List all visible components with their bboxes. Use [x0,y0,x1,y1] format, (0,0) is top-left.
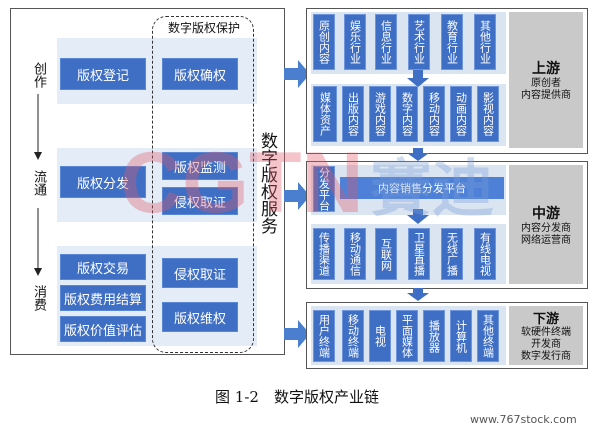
upstream-cell-entertainment: 娱乐行业 [344,14,366,70]
upstream-cell-publishing: 出版内容 [342,86,364,142]
copyright-registration-box: 版权登记 [60,58,146,90]
upstream-tier-title: 上游 [532,61,560,77]
rights-protection-box: 版权维权 [162,302,238,332]
upstream-tier-subtitle-1: 原创者 [531,78,561,89]
midstream-down-arrow [407,209,429,224]
upstream-down-arrow [407,70,429,87]
upstream-cell-education: 教育行业 [441,14,463,70]
stage-consumption: 消费 [31,285,46,311]
upstream-cell-media-assets: 媒体资产 [313,86,337,142]
downstream-tier-title: 下游 [532,312,559,327]
midstream-tier-subtitle-1: 内容分发商 [521,222,571,234]
upstream-cell-original: 原创内容 [313,14,335,70]
midstream-tier-subtitle-2: 网络运营商 [521,234,571,246]
upstream-tier-subtitle-2: 内容提供商 [521,90,571,101]
stage-circulation: 流通 [31,170,46,196]
midstream-cell-satellite: 卫星直播 [408,228,430,280]
downstream-tier-subtitle-2: 开发商 [531,339,561,350]
midstream-tier-title: 中游 [532,205,560,222]
protection-column [152,16,254,353]
upstream-cell-art: 艺术行业 [408,14,430,70]
service-title: 数字版权服务 [257,132,277,234]
midstream-cell-channels: 传播渠道 [313,228,335,280]
midstream-cell-mobile-comm: 移动通信 [344,228,366,280]
downstream-cell-print-media: 平面媒体 [396,310,418,362]
infringement-evidence-box-2: 侵权取证 [162,258,238,288]
upstream-cell-digital: 数字内容 [396,86,418,142]
midstream-to-downstream-arrow [407,288,429,301]
figure-caption: 图 1-2 数字版权产业链 [215,388,379,406]
downstream-tier-subtitle-3: 数字发行商 [521,351,571,362]
copyright-confirmation-box: 版权确权 [162,58,238,90]
copyright-monitoring-box: 版权监测 [162,152,238,180]
upstream-cell-mobile: 移动内容 [423,86,445,142]
downstream-cell-player: 播放器 [423,310,445,362]
upstream-cell-information: 信息行业 [375,14,397,70]
stage-creation: 创作 [31,62,46,88]
copyright-distribution-box: 版权分发 [60,166,146,198]
stage-flow-arrows [34,94,42,276]
upstream-cell-other: 其他行业 [474,14,496,70]
upstream-tier: 上游 原创者 内容提供商 [509,12,583,148]
midstream-tier: 中游 内容分发商 网络运营商 [509,165,583,284]
midstream-cell-cable-tv: 有线电视 [474,228,496,280]
upstream-cell-film: 影视内容 [477,86,499,142]
upstream-to-midstream-arrow [407,148,429,161]
value-assessment-box: 版权价值评估 [60,316,146,342]
downstream-cell-other-terminal: 其他终端 [477,310,499,362]
upstream-cell-games: 游戏内容 [369,86,391,142]
midstream-cell-distribution-platform: 分发平台 [313,166,335,212]
fee-settlement-box: 版权费用结算 [60,285,146,311]
downstream-tier: 下游 软硬件终端 开发商 数字发行商 [509,306,583,365]
downstream-cell-user-terminal: 用户终端 [313,310,335,362]
downstream-cell-mobile-terminal: 移动终端 [342,310,364,362]
midstream-cell-wireless: 无线广播 [441,228,463,280]
upstream-cell-animation: 动画内容 [450,86,472,142]
downstream-cell-tv: 电视 [369,310,391,362]
content-sales-platform: 内容销售分发平台 [340,177,504,199]
infringement-evidence-box-1: 侵权取证 [162,187,238,215]
protection-title: 数字版权保护 [167,21,240,35]
downstream-tier-subtitle-1: 软硬件终端 [521,327,571,338]
midstream-cell-internet: 互联网 [375,228,397,280]
copyright-trading-box: 版权交易 [60,254,146,280]
flow-arrows-right [284,60,310,348]
downstream-cell-computer: 计算机 [450,310,472,362]
site-watermark: www.767stock.com [470,413,577,426]
